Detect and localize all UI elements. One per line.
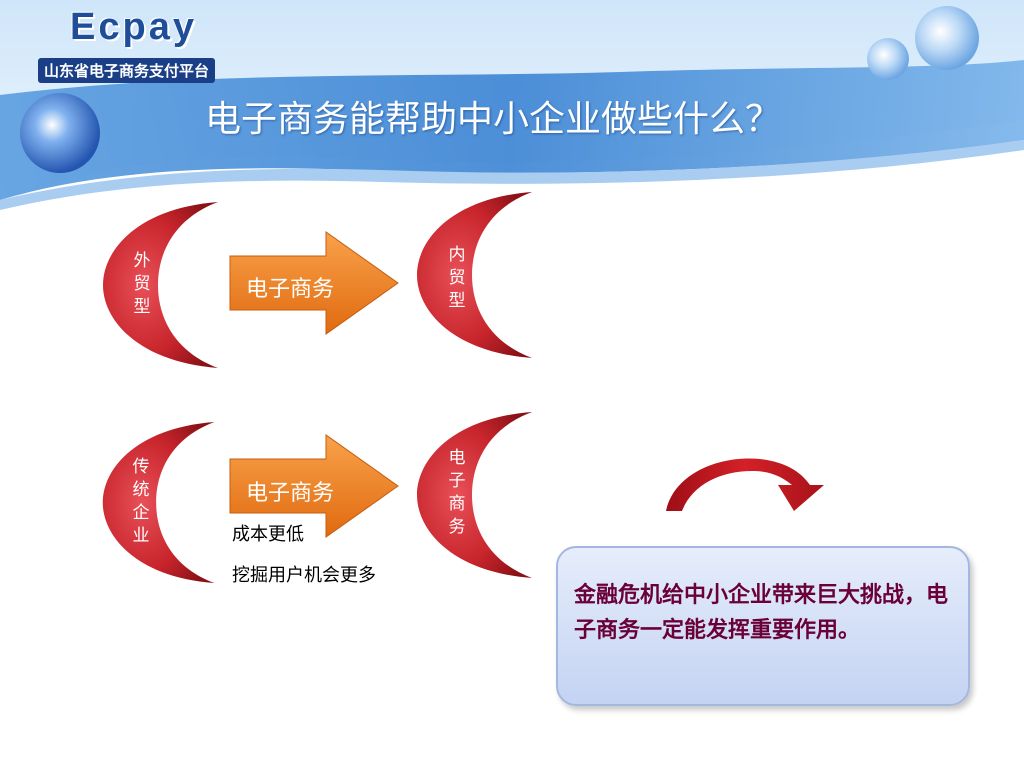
crescent-shape [103, 200, 223, 370]
block-arrow-icon [228, 433, 400, 543]
bubble-icon [867, 38, 909, 80]
benefit-note: 挖掘用户机会更多 [232, 565, 376, 586]
header-banner [0, 0, 1024, 220]
benefit-note: 成本更低 [232, 524, 304, 545]
page-title: 电子商务能帮助中小企业做些什么？ [205, 99, 782, 140]
logo-name: Ecpay [70, 6, 197, 48]
crescent-label: 外贸型 [133, 251, 151, 317]
block-arrow-icon [228, 230, 400, 340]
crescent-label: 传统企业 [132, 457, 150, 546]
crescent-shape [101, 420, 221, 585]
curved-arrow-icon [666, 458, 824, 511]
arrow-label: 电子商务 [246, 481, 335, 506]
bubble-icon [915, 6, 979, 70]
arrow-label: 电子商务 [246, 277, 335, 302]
callout-box: 金融危机给中小企业带来巨大挑战，电子商务一定能发挥重要作用。 [556, 546, 970, 706]
bubble-icon [20, 93, 100, 173]
crescent-shape [417, 410, 537, 580]
crescent-label: 内贸型 [448, 245, 466, 311]
callout-text: 金融危机给中小企业带来巨大挑战，电子商务一定能发挥重要作用。 [574, 583, 949, 643]
crescent-shape [417, 190, 537, 360]
crescent-label: 电子商务 [448, 448, 466, 537]
logo-subtitle: 山东省电子商务支付平台 [38, 58, 216, 83]
